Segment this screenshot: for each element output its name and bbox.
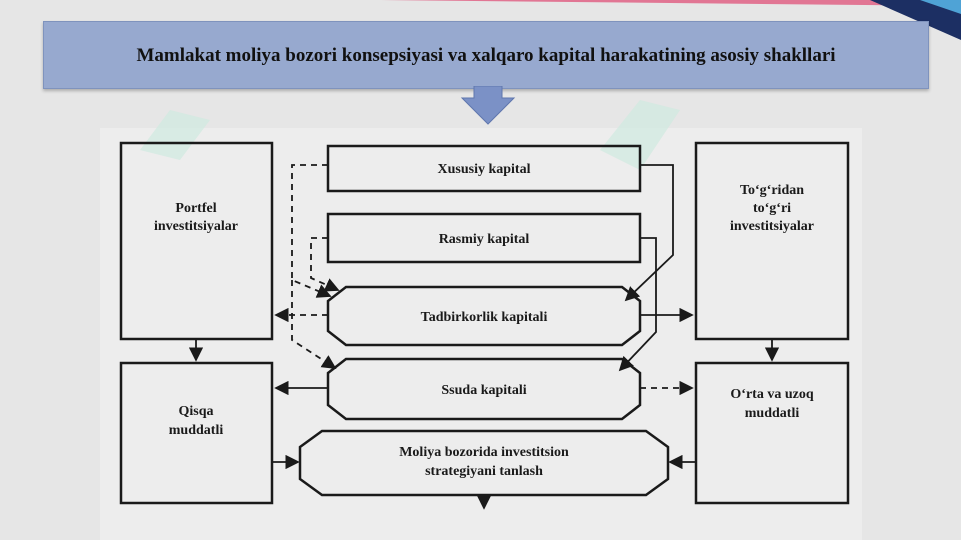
orta-label-line1: O‘rta va uzoq	[730, 387, 813, 402]
strategiya-box	[298, 429, 670, 497]
title-banner: Mamlakat moliya bozori konsepsiyasi va x…	[43, 21, 929, 89]
rasmiy-dashed-to-tadbirkorlik	[310, 237, 340, 292]
tadbirkorlik-label: Tadbirkorlik kapitali	[421, 310, 548, 325]
watermark	[140, 100, 680, 170]
xususiy-label: Xususiy kapital	[438, 162, 531, 177]
slide-title: Mamlakat moliya bozori konsepsiyasi va x…	[136, 44, 836, 66]
portfel-label-line2: investitsiyalar	[154, 219, 238, 234]
xususiy-box	[326, 144, 642, 193]
orta-box	[694, 361, 850, 505]
strategiya-label-line1: Moliya bozorida investitsion	[399, 445, 569, 460]
qisqa-label-line1: Qisqa	[178, 404, 213, 419]
watermark-logo-right	[600, 100, 680, 170]
xususiy-dashed-to-ssuda	[291, 280, 337, 369]
qisqa-box	[119, 361, 274, 505]
corner-stripe-pink	[380, 0, 961, 6]
corner-stripe-cyan	[920, 0, 961, 14]
strategiya-label-line2: strategiyani tanlash	[425, 464, 543, 479]
title-down-arrow-icon	[460, 86, 516, 125]
togridan-label-line3: investitsiyalar	[730, 219, 814, 234]
watermark-logo-left	[140, 110, 210, 160]
xususiy-to-tadbirkorlik-arrow	[624, 164, 674, 302]
togridan-label-line1: To‘g‘ridan	[740, 183, 804, 198]
corner-stripe-navy	[870, 0, 961, 40]
portfel-label-line1: Portfel	[175, 201, 216, 216]
orta-label-line2: muddatli	[745, 406, 800, 421]
xususiy-dashed-to-tadbirkorlik	[291, 164, 332, 298]
corner-decoration	[380, 0, 961, 40]
rasmiy-label: Rasmiy kapital	[439, 232, 530, 247]
qisqa-label-line2: muddatli	[169, 423, 224, 438]
ssuda-label: Ssuda kapitali	[441, 383, 526, 398]
rasmiy-to-ssuda-arrow	[618, 237, 657, 372]
togridan-label-line2: to‘g‘ri	[753, 201, 791, 216]
diagram-paper	[100, 128, 862, 540]
